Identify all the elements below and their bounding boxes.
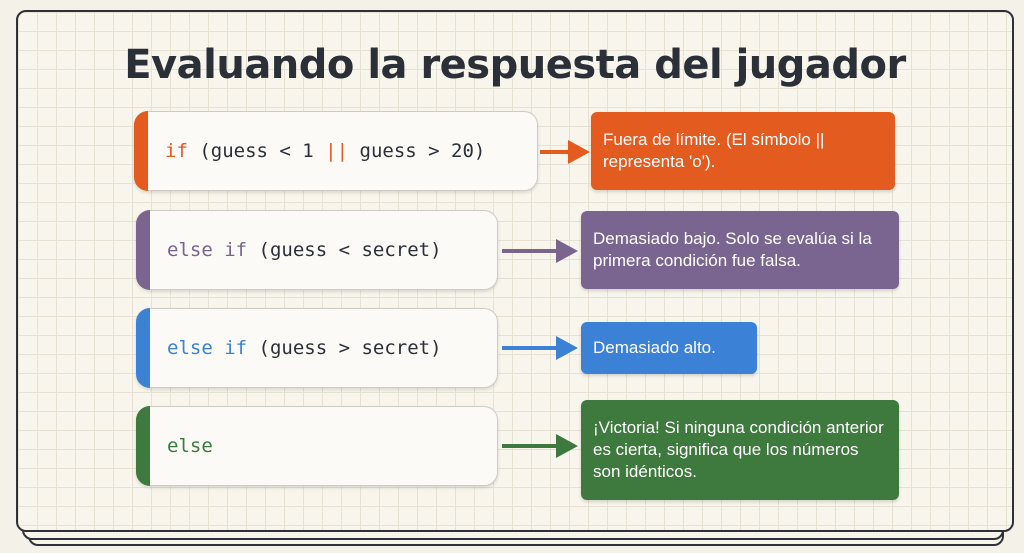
accent-bar-orange [134,111,148,191]
diagram-title: Evaluando la respuesta del jugador [124,42,906,88]
code-text: (guess < secret) [247,239,442,261]
code-box-victory: else [136,406,498,486]
code-keyword-else-if: else if [167,337,248,359]
code-text: (guess > secret) [247,337,442,359]
code-keyword-else: else [167,435,213,457]
code-keyword-if: if [165,140,188,162]
accent-bar-purple [136,210,150,290]
code-keyword-or: || [325,140,349,162]
accent-bar-blue [136,308,150,388]
result-victory: ¡Victoria! Si ninguna condición anterior… [581,400,899,500]
result-too-low: Demasiado bajo. Solo se evalúa si la pri… [581,211,899,289]
code-keyword-else-if: else if [167,239,248,261]
arrow-right-icon [540,140,590,164]
arrow-right-icon [502,434,578,458]
arrow-right-icon [502,239,578,263]
code-box-too-high: else if (guess > secret) [136,308,498,388]
result-too-high: Demasiado alto. [581,322,757,374]
code-box-too-low: else if (guess < secret) [136,210,498,290]
code-text: (guess < 1 [187,140,326,162]
code-text: guess > 20) [348,140,486,162]
grid-paper-sheet: Evaluando la respuesta del jugador if (g… [16,10,1014,532]
code-box-bounds-check: if (guess < 1 || guess > 20) [134,111,538,191]
arrow-right-icon [502,336,578,360]
accent-bar-green [136,406,150,486]
result-out-of-range: Fuera de límite. (El símbolo || represen… [591,112,895,190]
